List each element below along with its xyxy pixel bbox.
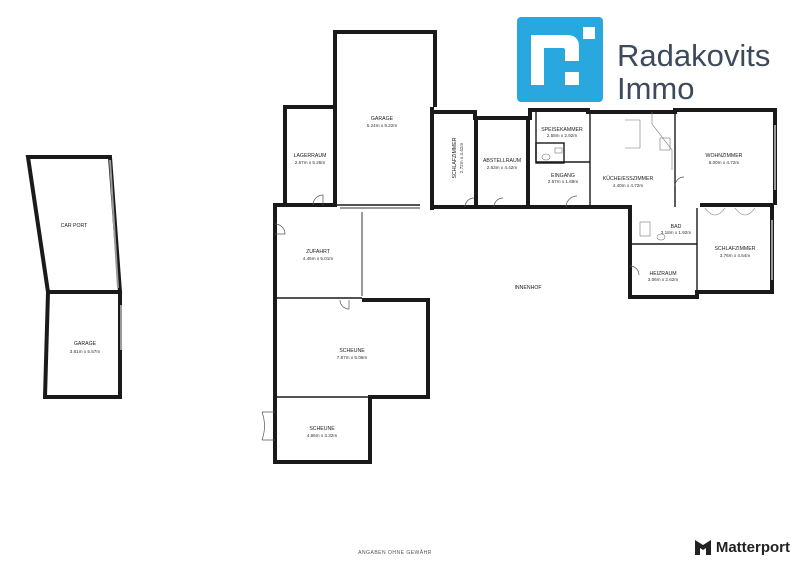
lagerraum-dim: 2.57m x 5.26m (295, 160, 326, 165)
carport-open-side (109, 159, 119, 289)
bad-toilet-icon (656, 233, 666, 241)
speisekammer-dim: 2.58m x 2.92m (547, 133, 578, 138)
carport-garage-structure: CAR PORT GARAGE 3.81m x 5.57m (25, 155, 123, 399)
scheune-big-label: SCHEUNE (339, 348, 365, 354)
lagerraum-door (312, 194, 324, 206)
wc-toilet-icon (541, 153, 551, 161)
bad-dim: 3.18m x 1.92m (661, 230, 692, 235)
kueche-dim: 4.40m x 4.72m (613, 183, 644, 188)
garage-main-dim: 5.24m x 9.22m (367, 123, 398, 128)
wohnzimmer-dim: 5.00m x 4.72m (709, 160, 740, 165)
matterport-label: Matterport (715, 538, 790, 556)
disclaimer-text: ANGABEN OHNE GEWÄHR (358, 550, 432, 556)
zufahrt-left-wall (273, 203, 285, 298)
zufahrt-area: ZUFAHRT 4.46m x 5.01m (273, 203, 363, 299)
radakovits-logo-icon (517, 17, 603, 102)
living-wing-bottom-wall (432, 205, 632, 209)
kueche-door (674, 176, 685, 187)
innenhof-label: INNENHOF (514, 285, 541, 291)
garage-left-outline (42, 290, 122, 399)
eingang-door (565, 195, 578, 208)
bad-shower-icon (639, 221, 651, 237)
heizraum-door (629, 265, 640, 276)
heizraum-label: HEIZRAUM (649, 271, 676, 277)
main-building: LAGERRAUM 2.57m x 5.26m GARAGE 5.24m x 9… (283, 30, 777, 299)
eingang-dim: 2.57m x 1.69m (548, 179, 579, 184)
carport-label: CAR PORT (61, 223, 89, 229)
zufahrt-label: ZUFAHRT (306, 249, 331, 255)
scheune-block: SCHEUNE 7.87m x 5.06m SCHEUNE 4.86m x 3.… (261, 298, 430, 464)
wc-outline (535, 142, 565, 164)
scheune-outline (273, 298, 430, 464)
garage-main-outline (333, 30, 437, 205)
matterport-badge: Matterport (694, 538, 790, 556)
bad-label: BAD (671, 224, 682, 230)
scheune-big-dim: 7.87m x 5.06m (337, 355, 368, 360)
brand-logo (517, 17, 603, 102)
living-wing-top-wall (432, 108, 777, 205)
schlafzimmer-small-door (464, 197, 475, 208)
zufahrt-dim: 4.46m x 5.01m (303, 256, 334, 261)
matterport-logo-icon (694, 540, 711, 555)
abstellraum-door (493, 197, 504, 208)
zufahrt-door (274, 223, 286, 235)
wc-basin-icon (554, 147, 563, 154)
schlafzimmer-right-label: SCHLAFZIMMER (715, 246, 756, 252)
eingang-label: EINGANG (551, 173, 575, 179)
heizraum-dim: 3.06m x 2.62m (648, 277, 679, 282)
schlafzimmer-right-dim: 3.76m x 4.54m (720, 253, 751, 258)
garage-main-label: GARAGE (371, 116, 394, 122)
scheune-small-label: SCHEUNE (309, 426, 335, 432)
kueche-label: KÜCHE/ESSZIMMER (603, 175, 654, 182)
scheune-door (339, 299, 350, 310)
scheune-side-door (261, 411, 275, 441)
scheune-small-dim: 4.86m x 3.32m (307, 433, 338, 438)
kueche-worktop-icon (651, 112, 673, 170)
lagerraum-label: LAGERRAUM (294, 153, 327, 159)
schlafzimmer-small-dim: 2.72m x 4.42m (459, 143, 464, 174)
abstellraum-label: ABSTELLRAUM (483, 158, 521, 164)
wohnzimmer-label: WOHNZIMMER (706, 153, 743, 159)
abstellraum-dim: 2.63m x 4.42m (487, 165, 518, 170)
schlafzimmer-right-doors-icon (704, 207, 756, 216)
brand-name-line2: Immo (617, 71, 695, 106)
schlafzimmer-small-label: SCHLAFZIMMER (452, 137, 458, 178)
brand-name-line1: Radakovits (617, 38, 771, 73)
garage-left-dim: 3.81m x 5.57m (70, 349, 101, 354)
kueche-counter-icon (625, 119, 641, 149)
speisekammer-label: SPEISEKAMMER (541, 127, 583, 133)
garage-left-label: GARAGE (74, 341, 97, 347)
kueche-stove-icon (659, 137, 671, 151)
